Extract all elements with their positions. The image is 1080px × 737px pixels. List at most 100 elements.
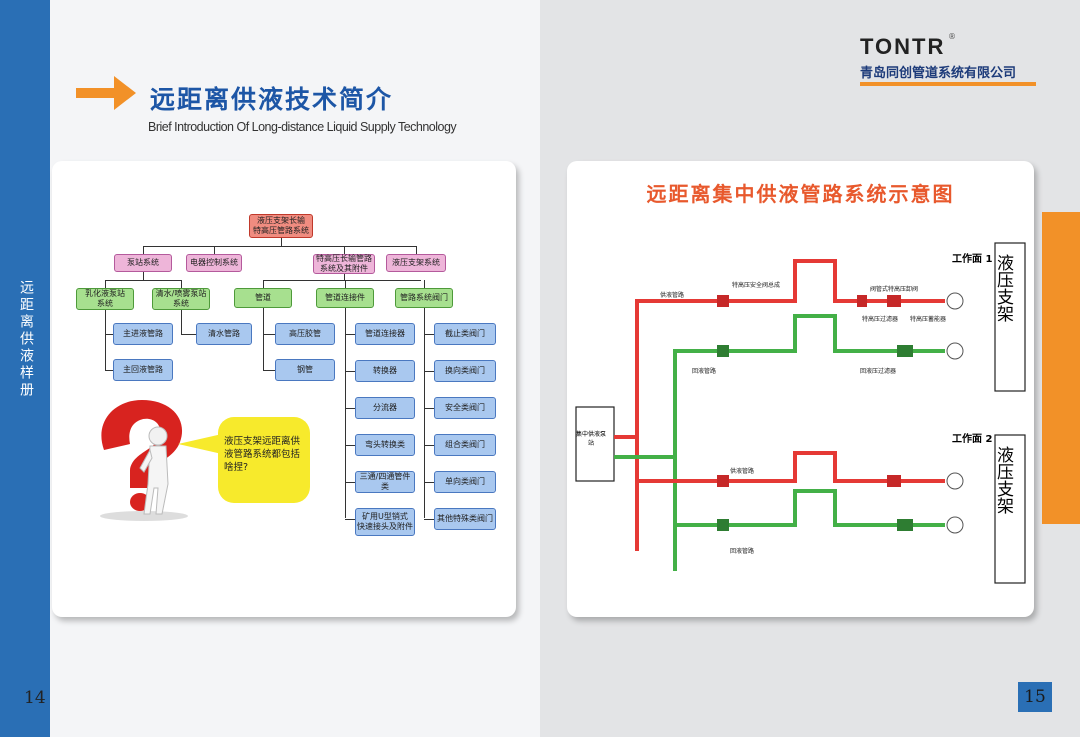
org-connector (345, 519, 355, 520)
org-connector (143, 246, 144, 254)
question-man-illustration (100, 400, 188, 521)
diagram-title: 远距离集中供液管路系统示意图 (646, 182, 955, 206)
org-valve-item: 安全类阀门 (434, 397, 496, 419)
supply-line-1 (614, 259, 945, 551)
label-supply-line-1: 供液管路 (660, 292, 685, 299)
hose-loop-1 (946, 292, 964, 310)
orange-tab (1042, 212, 1080, 524)
speech-bubble-tail (178, 434, 222, 454)
page-number-left: 14 (24, 688, 46, 708)
org-connector (345, 308, 346, 518)
org-pipeline-child-node: 管路系统阀门 (395, 288, 453, 308)
company-logo: TONTR ® 青岛同创管道系统有限公司 (860, 32, 1036, 86)
org-level1-node: 电器控制系统 (186, 254, 242, 272)
org-connector (345, 482, 355, 483)
side-label: 远距离供液样册 (18, 280, 34, 399)
schematic-card (567, 161, 1034, 617)
label-return-line-1: 回液管路 (692, 368, 717, 375)
org-pump-child-node: 清水/喷雾泵站 系统 (152, 288, 210, 310)
org-connector (263, 370, 275, 371)
org-connector-item: 转换器 (355, 360, 415, 382)
org-emulsion-item: 主回液管路 (113, 359, 173, 381)
page-subtitle: Brief Introduction Of Long-distance Liqu… (148, 120, 457, 134)
station-label: 集中供液泵站 (575, 431, 606, 447)
org-connector (424, 445, 434, 446)
org-connector (263, 334, 275, 335)
org-connector (345, 280, 346, 288)
org-connector (424, 519, 434, 520)
org-connector (181, 310, 182, 334)
label-accumulator: 特高压蓄能器 (910, 316, 947, 323)
org-connector (345, 408, 355, 409)
org-valve-item: 截止类阀门 (434, 323, 496, 345)
org-emulsion-item: 主进液管路 (113, 323, 173, 345)
org-valve-item: 其他特殊类阀门 (434, 508, 496, 530)
support-1-label: 液压支架 (993, 254, 1013, 322)
org-connector (143, 246, 417, 247)
pipeline-schematic (575, 242, 1026, 584)
return-line-2 (675, 489, 945, 527)
org-connector (345, 445, 355, 446)
org-valve-item: 组合类阀门 (434, 434, 496, 456)
support-box-1 (994, 242, 1026, 392)
station-box (575, 406, 615, 482)
org-level1-node: 泵站系统 (114, 254, 172, 272)
org-connector (424, 308, 425, 518)
hose-loop-3 (946, 472, 964, 490)
logo-brand: TONTR (860, 34, 946, 59)
org-connector (105, 370, 113, 371)
page-title: 远距离供液技术简介 (150, 85, 394, 114)
org-connector-item: 管道连接器 (355, 323, 415, 345)
side-bar (0, 0, 50, 737)
org-connector (424, 334, 434, 335)
return-line-1 (614, 314, 945, 571)
speech-bubble: 液压支架远距离供液管路系统都包括啥捏? (218, 417, 310, 503)
org-connector (181, 280, 182, 288)
org-connector-item: 三通/四通管件类 (355, 471, 415, 493)
org-pipeline-child-node: 管道连接件 (316, 288, 374, 308)
org-connector (143, 272, 144, 280)
logo-company-name: 青岛同创管道系统有限公司 (860, 66, 1017, 81)
org-valve-item: 单向类阀门 (434, 471, 496, 493)
org-water-item: 清水管路 (196, 323, 252, 345)
org-connector (424, 371, 434, 372)
org-connector-item: 分流器 (355, 397, 415, 419)
org-level1-node: 特高压长输管路 系统及其附件 (313, 254, 375, 274)
org-connector (345, 371, 355, 372)
org-connector (263, 280, 421, 281)
org-connector (424, 482, 434, 483)
org-connector-item: 弯头转换类 (355, 434, 415, 456)
label-return-line-2: 回液管路 (730, 548, 755, 555)
hose-loop-4 (946, 516, 964, 534)
org-pipeline-child-node: 管道 (234, 288, 292, 308)
label-filter: 特高压过滤器 (862, 316, 899, 323)
org-pipe-item: 高压胶管 (275, 323, 335, 345)
org-connector (263, 280, 264, 288)
label-return-filter: 回液压过滤器 (860, 368, 897, 375)
org-connector (416, 246, 417, 254)
label-supply-line-2: 供液管路 (730, 468, 755, 475)
org-pump-child-node: 乳化液泵站 系统 (76, 288, 134, 310)
org-connector (281, 238, 282, 246)
org-connector (181, 334, 196, 335)
org-connector (424, 280, 425, 288)
org-root-node: 液压支架长输 特高压管路系统 (249, 214, 313, 238)
org-connector (424, 408, 434, 409)
org-connector (344, 246, 345, 254)
org-connector (345, 334, 355, 335)
supply-components (717, 295, 901, 487)
org-level1-node: 液压支架系统 (386, 254, 446, 272)
org-connector (344, 274, 345, 280)
org-pipe-item: 钢管 (275, 359, 335, 381)
org-connector (105, 310, 106, 370)
hose-loop-2 (946, 342, 964, 360)
org-connector (105, 280, 106, 288)
logo-reg-mark: ® (948, 32, 956, 41)
org-connector (214, 246, 215, 254)
org-connector (105, 280, 182, 281)
org-valve-item: 换向类阀门 (434, 360, 496, 382)
logo-underline (860, 82, 1036, 86)
org-connector (105, 334, 113, 335)
label-safety-valve: 特高压安全阀总成 (732, 282, 781, 289)
work-face-2-label: 工作面 2 (952, 434, 993, 445)
